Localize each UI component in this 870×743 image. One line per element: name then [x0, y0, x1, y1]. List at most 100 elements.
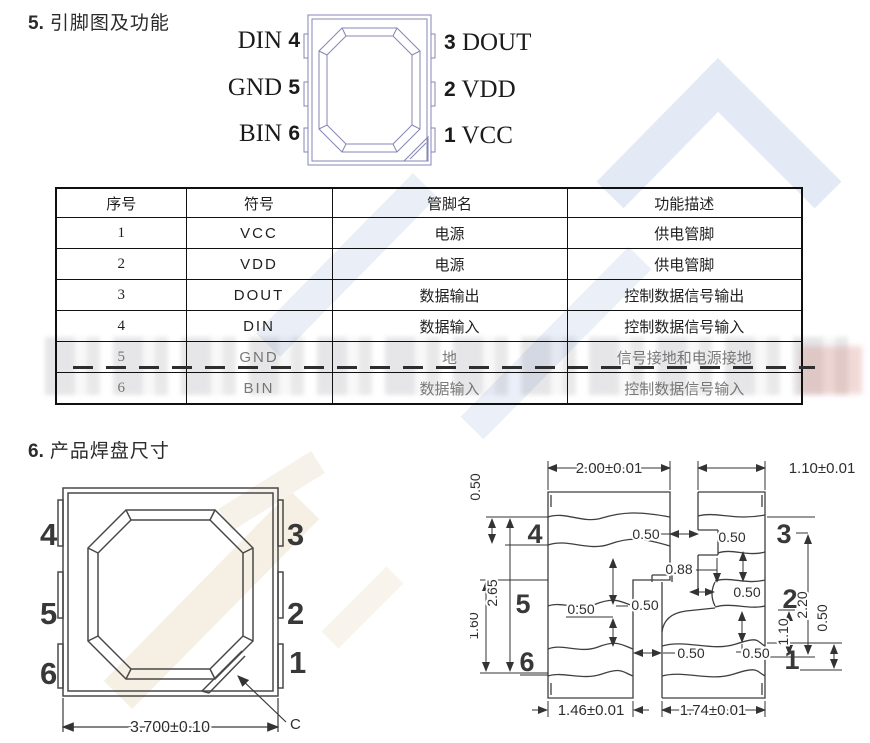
pkg-lens-inner [97, 519, 244, 670]
pad-num-2: 2 [782, 584, 797, 614]
watermark-band-3 [103, 490, 320, 710]
pkg-num-1: 1 [289, 645, 306, 680]
dim-left-lower: 1.60 [470, 612, 481, 639]
dim-ext-top [547, 461, 766, 490]
table-cell: BIN [185, 372, 333, 405]
dim-bottom-left-width: 1.46±0.01 [558, 702, 625, 719]
pad-num-4: 4 [527, 519, 542, 549]
pkg-pin-tab [277, 643, 284, 689]
pin-tab [303, 127, 309, 153]
table-cell: 1 [55, 217, 187, 249]
table-cell: 4 [55, 310, 187, 342]
center-edge [651, 574, 673, 698]
pin-diagram-drawing [303, 14, 436, 166]
dim-gap-3-2: 0.50 [718, 529, 745, 545]
pkg-num-5: 5 [40, 596, 57, 631]
pin-label-din: DIN 4 [237, 27, 300, 54]
table-header-pinname: 管脚名 [331, 187, 568, 218]
chip-inner-frame [311, 18, 428, 162]
pkg-pin-tab [57, 499, 64, 547]
pkg-num-4: 4 [40, 517, 58, 552]
pkg-pin-tab [277, 571, 284, 619]
pkg-pin-tab [277, 499, 284, 547]
center-curve [661, 607, 716, 633]
pad-num-3: 3 [776, 519, 791, 549]
table-cell: DOUT [185, 279, 333, 311]
pad-break-line [714, 578, 766, 583]
pkg-num-6: 6 [40, 656, 57, 691]
watermark-band-4 [218, 450, 325, 532]
pkg-pin-tab [57, 643, 64, 689]
table-cell: 2 [55, 248, 187, 280]
pkg-pin-tab [57, 571, 64, 619]
pad-break-line [547, 599, 634, 608]
table-cell: 控制数据信号输入 [566, 372, 803, 405]
pad-break-line [697, 513, 766, 518]
dim-right-1-2: 1.10 [775, 618, 791, 645]
table-cell: VCC [185, 217, 333, 249]
table-cell: 数据输出 [331, 279, 568, 311]
section5-number: 5. [28, 13, 44, 34]
section6-title: 6.产品焊盘尺寸 [28, 441, 170, 462]
corner-label: C [290, 716, 301, 733]
table-cell: 供电管脚 [566, 217, 803, 249]
table-cell: 数据输入 [331, 372, 568, 405]
pin-label-vdd: 2 VDD [444, 76, 516, 103]
dim-right-bottom: 0.50 [814, 604, 830, 631]
pad-break-line [717, 550, 766, 555]
dim-gap-2: 0.50 [733, 584, 760, 600]
table-cell: 控制数据信号输出 [566, 279, 803, 311]
dim-top-width: 2.00±0.01 [576, 460, 643, 477]
corner-leader-arrow [237, 675, 287, 723]
table-cell: DIN [185, 310, 333, 342]
dim-left-total: 2.65 [484, 579, 500, 606]
dim-gap-5-6: 0.50 [567, 601, 594, 617]
section6-number: 6. [28, 441, 44, 462]
pin-label-bin: BIN 6 [239, 120, 300, 147]
dim-right-total: 2.20 [794, 591, 810, 618]
pad-break-line [547, 642, 634, 651]
dim-pad4-height: 0.50 [470, 473, 483, 500]
pkg-inner-frame [67, 492, 274, 692]
right-pad-outline [662, 491, 766, 699]
table-cell: 数据输入 [331, 310, 568, 342]
pkg-lens-outer [87, 509, 254, 680]
table-cell: 6 [55, 372, 187, 405]
dim-gap-6-1: 0.50 [677, 645, 704, 661]
dim-gap-2-1: 0.50 [742, 645, 769, 661]
pin-tab [303, 81, 309, 107]
pkg-lens-bevels [87, 509, 254, 680]
pkg-corner-notch [201, 650, 246, 694]
table-header-index: 序号 [55, 187, 187, 218]
table-cell: VDD [185, 248, 333, 280]
pad-break-line [714, 604, 766, 608]
watermark-dashed-line [73, 366, 815, 369]
pad-break-line [661, 669, 766, 678]
table-header-symbol: 符号 [185, 187, 333, 218]
lens-octagon-inner [326, 35, 413, 145]
table-cell: 3 [55, 279, 187, 311]
pkg-num-2: 2 [287, 596, 304, 631]
dim-leader [736, 644, 743, 653]
pad-break-line [547, 538, 671, 548]
pin-tab [430, 127, 436, 153]
lens-bevels [318, 27, 421, 153]
dim-ext-right [767, 516, 842, 671]
pad-break-line [547, 512, 671, 521]
dim-gap-4-5: 0.50 [631, 597, 658, 613]
pkg-outer-frame [62, 487, 279, 697]
pad-num-1: 1 [784, 645, 799, 675]
corner-notch-line [409, 142, 427, 160]
watermark-red-fragment [800, 346, 862, 394]
pin-label-gnd: GND 5 [227, 74, 300, 101]
table-cell: 电源 [331, 248, 568, 280]
dim-gap-4-3: 0.50 [632, 526, 659, 542]
pad-break-line [661, 639, 766, 648]
dim-notch-offset: 0.88 [665, 561, 692, 577]
